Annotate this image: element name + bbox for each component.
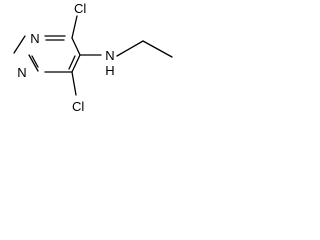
bond-ch2-ch3 (142, 40, 173, 58)
bond-c-cl-top (71, 15, 78, 39)
chemical-structure-diagram: Cl N N N H Cl (13, 1, 173, 114)
atom-n-ring-bottom: N (17, 65, 26, 80)
atom-n-ring-top: N (30, 31, 39, 46)
bond-c5-n4 (28, 54, 39, 72)
atom-cl-bottom: Cl (72, 99, 84, 114)
bond-c3-c4 (71, 54, 81, 73)
bond-c-cl-bottom (71, 71, 77, 96)
bond-c2-c3 (71, 37, 81, 56)
bond-inner-right (68, 55, 76, 70)
atom-cl-top: Cl (74, 1, 86, 16)
bond-c6-n1 (13, 35, 26, 54)
atom-nh: N (105, 48, 114, 63)
bond-nh-ch2 (116, 40, 144, 57)
bond-inner-left (31, 55, 39, 68)
atom-h: H (105, 63, 114, 78)
